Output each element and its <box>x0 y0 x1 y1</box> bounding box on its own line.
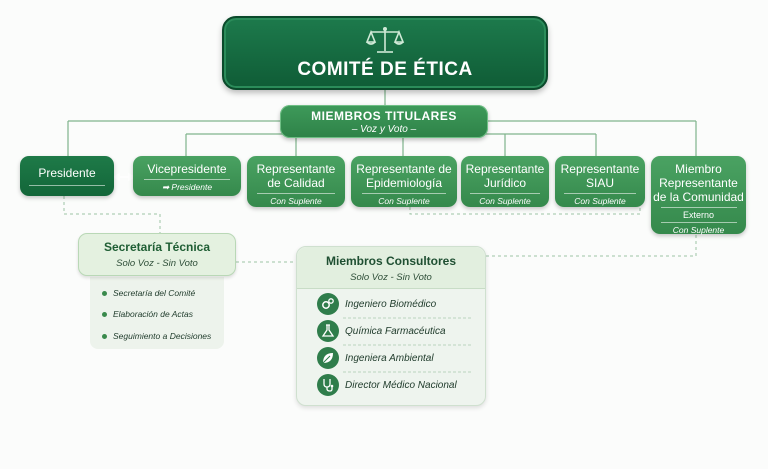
flask-icon <box>317 320 339 342</box>
list-item-label: Director Médico Nacional <box>345 379 457 391</box>
member-name: Representante SIAU <box>560 162 640 190</box>
consultores-sub: Solo Voz - Sin Voto <box>350 272 432 283</box>
consultores-header: Miembros Consultores Solo Voz - Sin Voto <box>297 247 485 289</box>
leaf-icon <box>317 347 339 369</box>
list-item: Director Médico Nacional <box>317 374 457 396</box>
member-name: Representante Jurídico <box>465 162 545 190</box>
member-extra: Externo <box>682 210 715 220</box>
balance-scale-icon <box>365 27 405 53</box>
list-item: Elaboración de Actas <box>102 309 193 319</box>
bullet-icon <box>102 311 107 317</box>
member-sub: ➡ Presidente <box>161 182 213 192</box>
secretaria-title: Secretaría Técnica <box>103 240 211 254</box>
divider <box>564 193 636 194</box>
titulares-label: MIEMBROS TITULARES <box>311 109 457 123</box>
secretaria-items-panel: Secretaría del Comité Elaboración de Act… <box>90 277 224 349</box>
member-sub: Con Suplente <box>270 196 322 206</box>
secretaria-sub: Solo Voz - Sin Voto <box>116 258 198 269</box>
list-item-label: Elaboración de Actas <box>113 309 194 319</box>
divider <box>660 222 737 223</box>
divider <box>29 185 105 186</box>
member-juridico: Representante Jurídico Con Suplente <box>461 156 549 207</box>
member-sub: Con Suplente <box>479 196 531 206</box>
member-name: Presidente <box>38 166 96 180</box>
member-sub: Con Suplente <box>574 196 626 206</box>
consultores-box: Miembros Consultores Solo Voz - Sin Voto… <box>296 246 486 406</box>
member-sub: Con Suplente <box>672 225 725 235</box>
member-vicepresidente: Vicepresidente ➡ Presidente <box>133 156 241 196</box>
member-presidente: Presidente <box>20 156 114 196</box>
list-item: Química Farmacéutica <box>317 320 446 342</box>
list-item: Ingeniero Biomédico <box>317 293 436 315</box>
titulares-sub: – Voz y Voto – <box>351 124 417 135</box>
list-item-label: Secretaría del Comité <box>113 288 196 298</box>
list-item-label: Ingeniera Ambiental <box>345 352 434 364</box>
member-name: Representante de Epidemiología <box>356 162 452 190</box>
member-comunidad: Miembro Representante de la Comunidad Ex… <box>651 156 746 235</box>
member-epidemiologia: Representante de Epidemiología Con Suple… <box>351 156 457 207</box>
consultores-dividers <box>343 317 473 373</box>
divider <box>361 193 447 194</box>
page-title: COMITÉ DE ÉTICA <box>297 59 473 80</box>
bullet-icon <box>102 290 107 296</box>
divider <box>660 207 737 208</box>
member-sub: Con Suplente <box>378 196 430 206</box>
list-item: Secretaría del Comité <box>102 288 195 298</box>
member-siau: Representante SIAU Con Suplente <box>555 156 645 207</box>
divider <box>256 193 336 194</box>
secretaria-tecnica-box: Secretaría Técnica Solo Voz - Sin Voto <box>78 233 236 276</box>
divider <box>143 179 231 180</box>
committee-title-box: COMITÉ DE ÉTICA <box>222 16 548 90</box>
member-name: Representante de Calidad <box>256 162 336 190</box>
titular-members-header: MIEMBROS TITULARES – Voz y Voto – <box>280 105 488 138</box>
list-item-label: Ingeniero Biomédico <box>345 298 437 310</box>
stethoscope-icon <box>317 374 339 396</box>
consultores-title: Miembros Consultores <box>325 254 457 268</box>
list-item-label: Química Farmacéutica <box>345 325 446 337</box>
list-item-label: Seguimiento a Decisiones <box>113 331 212 341</box>
list-item: Ingeniera Ambiental <box>317 347 434 369</box>
member-name: Vicepresidente <box>147 162 227 176</box>
member-name: Miembro Representante de la Comunidad <box>653 162 744 204</box>
gears-icon <box>317 293 339 315</box>
divider <box>469 193 541 194</box>
list-item: Seguimiento a Decisiones <box>102 331 211 341</box>
bullet-icon <box>102 333 107 339</box>
member-calidad: Representante de Calidad Con Suplente <box>247 156 345 207</box>
